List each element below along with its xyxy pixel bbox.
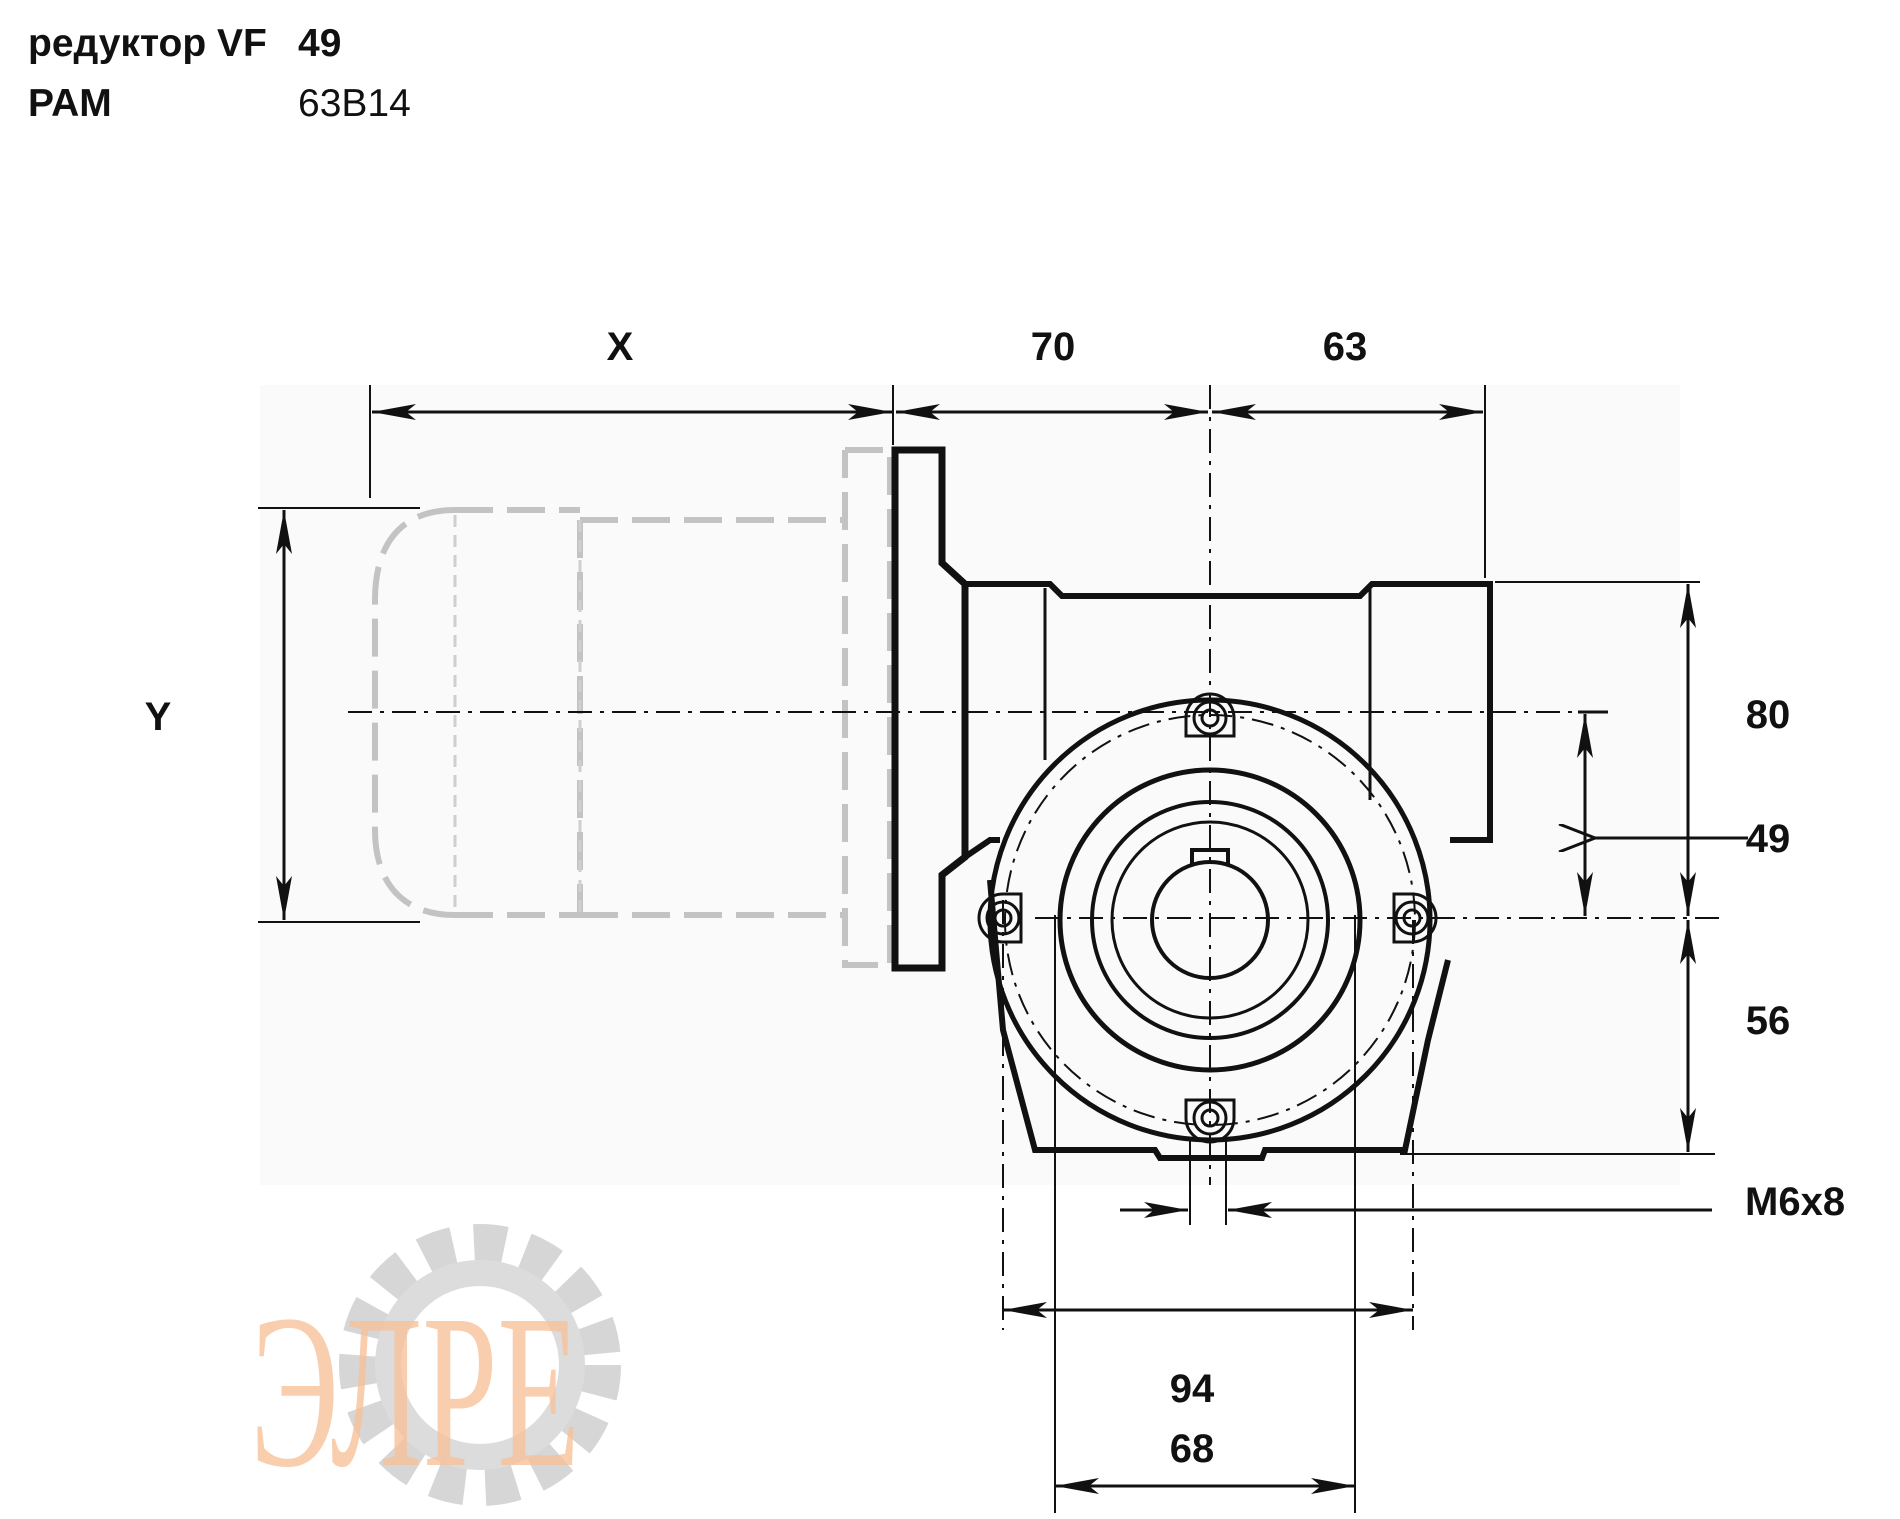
label-94: 94 xyxy=(1170,1367,1215,1411)
label-63: 63 xyxy=(1323,325,1368,369)
extension-lines xyxy=(258,385,1715,1513)
label-x: X xyxy=(607,325,634,369)
label-y: Y xyxy=(145,695,172,739)
label-49: 49 xyxy=(1746,817,1791,861)
label-56: 56 xyxy=(1746,999,1791,1043)
dimension-lines xyxy=(276,404,1748,1494)
label-70: 70 xyxy=(1031,325,1076,369)
header-row-gearbox: редуктор VF 49 xyxy=(28,24,341,63)
label-80: 80 xyxy=(1746,693,1791,737)
label-thread: M6x8 xyxy=(1745,1180,1845,1224)
motor-inner-lines xyxy=(453,515,582,912)
gearbox-housing xyxy=(963,581,1493,1161)
watermark-text: ЭЛРЕ xyxy=(250,1269,580,1513)
label-68: 68 xyxy=(1170,1427,1215,1471)
gearbox-value: 49 xyxy=(298,22,342,65)
header-row-pam: PAM 63B14 xyxy=(28,84,411,123)
dimension-labels: X 70 63 Y 80 49 56 M6x8 94 68 xyxy=(145,325,1845,1471)
pam-value: 63B14 xyxy=(298,82,411,125)
gear-icon xyxy=(339,1224,621,1506)
keyway xyxy=(1190,848,1230,864)
gearbox-label: редуктор VF xyxy=(28,22,267,65)
centerlines xyxy=(348,385,1720,1330)
pam-label: PAM xyxy=(28,82,112,125)
watermark-logo: ЭЛРЕ xyxy=(250,1224,621,1513)
background-shade xyxy=(260,385,1680,1185)
